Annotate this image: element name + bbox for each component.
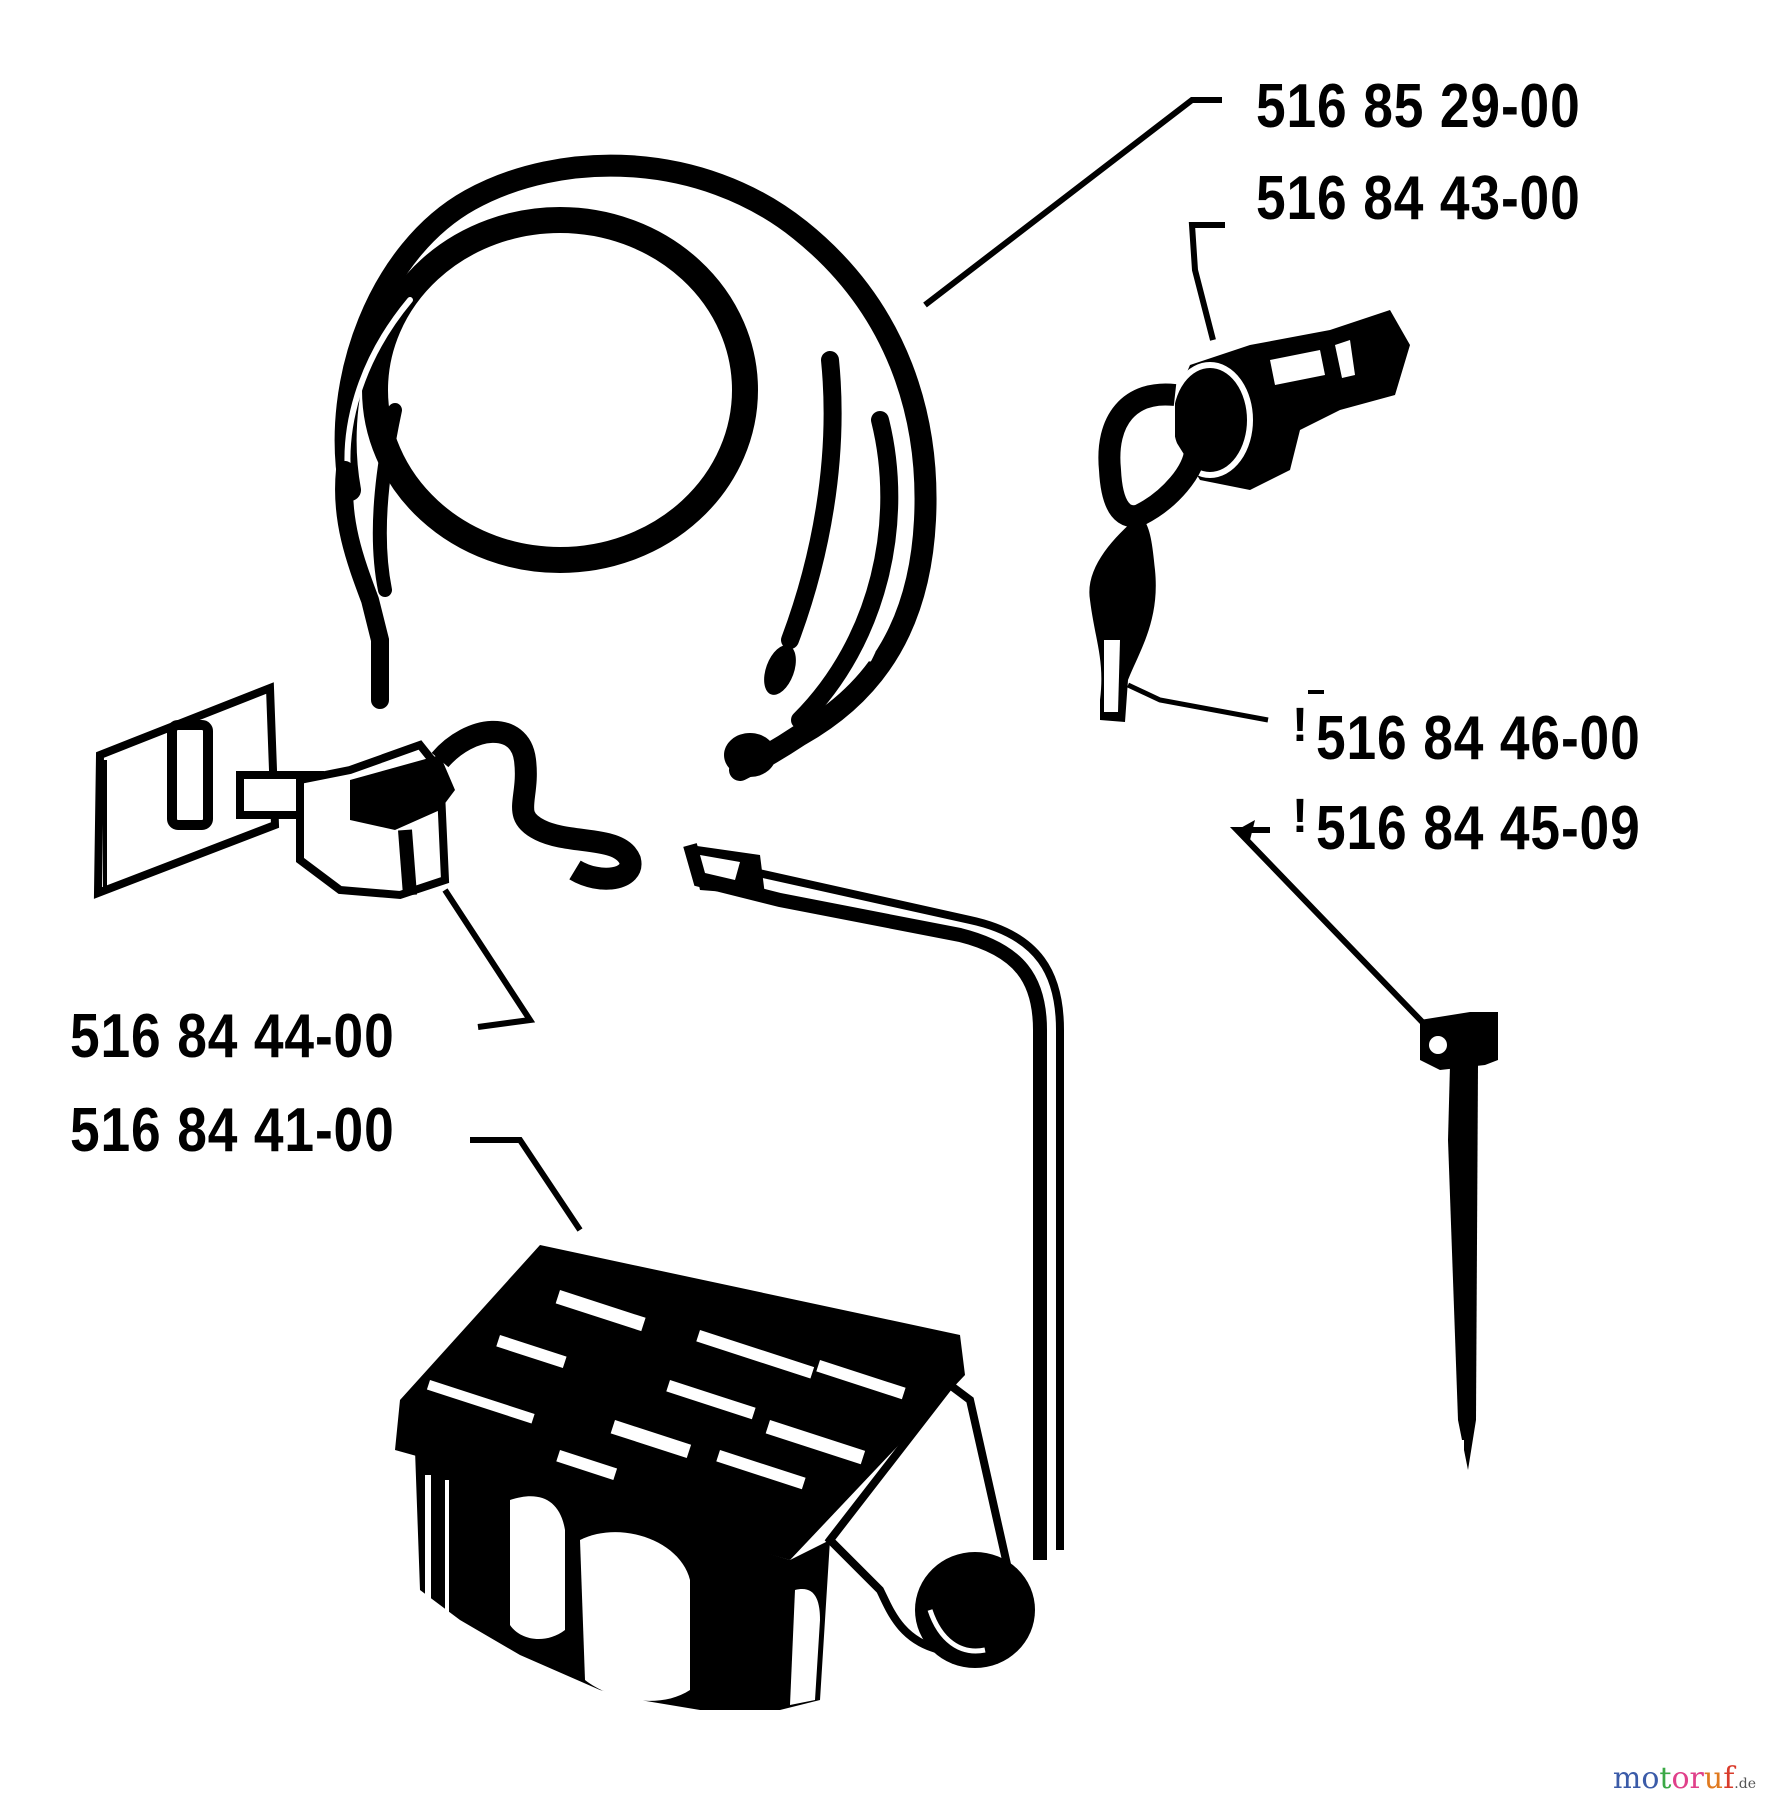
hold-down-bolt-drawing	[1229, 820, 1498, 1470]
leader-line-harness	[923, 97, 1222, 308]
part-label-battery[interactable]: 516 84 41-00	[70, 1096, 395, 1165]
part-label-ignition-switch[interactable]: 516 84 43-00	[1256, 164, 1581, 233]
part-label-hold-down-bolt[interactable]: 516 84 45-09	[1316, 794, 1641, 863]
part-marker-key: !	[1292, 699, 1308, 752]
battery-drawing	[395, 843, 1064, 1710]
part-label-ignition-key[interactable]: 516 84 46-00	[1316, 704, 1641, 773]
key-marker-bar	[1308, 690, 1324, 694]
connector-plug-drawing	[93, 682, 642, 1030]
ignition-switch-drawing	[1089, 222, 1410, 723]
logo-letter: f	[1723, 1761, 1735, 1796]
part-label-connector-plug[interactable]: 516 84 44-00	[70, 1002, 395, 1071]
logo-letter: m	[1612, 1761, 1642, 1796]
logo-letter: t	[1659, 1761, 1672, 1796]
watermark-logo: motoruf.de	[1613, 1764, 1756, 1794]
wiring-harness-drawing	[334, 154, 937, 781]
logo-letter: u	[1703, 1761, 1724, 1796]
logo-letter: o	[1641, 1761, 1660, 1796]
logo-letter: r	[1689, 1761, 1704, 1796]
logo-letter: o	[1671, 1761, 1690, 1796]
part-marker-bolt: !	[1292, 790, 1308, 843]
logo-tld: .de	[1734, 1776, 1756, 1792]
part-label-wiring-harness[interactable]: 516 85 29-00	[1256, 72, 1581, 141]
